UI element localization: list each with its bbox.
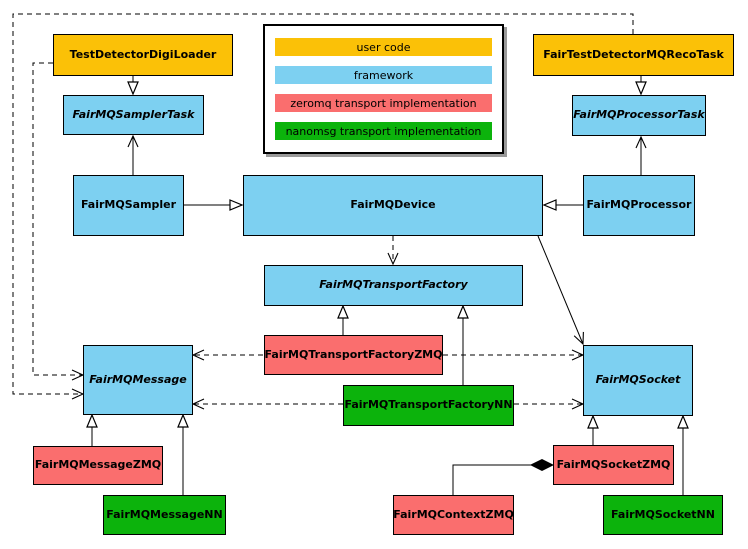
node-fairmq-processor: FairMQProcessor bbox=[583, 175, 695, 236]
node-fairmq-transport-factory: FairMQTransportFactory bbox=[264, 265, 523, 306]
legend-item-user_code: user code bbox=[275, 38, 492, 56]
node-fairmq-device: FairMQDevice bbox=[243, 175, 543, 236]
node-fairmq-transport-factory-nn: FairMQTransportFactoryNN bbox=[343, 385, 514, 426]
legend-item-zeromq: zeromq transport implementation bbox=[275, 94, 492, 112]
edge-contextzmq-to-socketzmq bbox=[452, 465, 553, 495]
node-fairmq-socket-zmq: FairMQSocketZMQ bbox=[553, 445, 674, 485]
node-fairmq-sampler-task: FairMQSamplerTask bbox=[63, 95, 204, 135]
node-fair-test-detector-mq-reco-task: FairTestDetectorMQRecoTask bbox=[533, 34, 734, 76]
node-fairmq-message: FairMQMessage bbox=[83, 345, 193, 415]
node-fairmq-message-zmq: FairMQMessageZMQ bbox=[33, 446, 163, 485]
node-fairmq-message-nn: FairMQMessageNN bbox=[103, 495, 226, 535]
node-fairmq-transport-factory-zmq: FairMQTransportFactoryZMQ bbox=[264, 335, 443, 375]
node-fairmq-context-zmq: FairMQContextZMQ bbox=[393, 495, 514, 535]
legend-item-nanomsg: nanomsg transport implementation bbox=[275, 122, 492, 140]
edge-device-to-socket bbox=[537, 235, 583, 344]
legend: user code framework zeromq transport imple… bbox=[263, 24, 504, 154]
node-test-detector-digi-loader: TestDetectorDigiLoader bbox=[53, 34, 233, 76]
node-fairmq-sampler: FairMQSampler bbox=[73, 175, 184, 236]
node-fairmq-processor-task: FairMQProcessorTask bbox=[572, 95, 706, 136]
legend-item-framework: framework bbox=[275, 66, 492, 84]
node-fairmq-socket-nn: FairMQSocketNN bbox=[603, 495, 723, 535]
node-fairmq-socket: FairMQSocket bbox=[583, 345, 693, 416]
